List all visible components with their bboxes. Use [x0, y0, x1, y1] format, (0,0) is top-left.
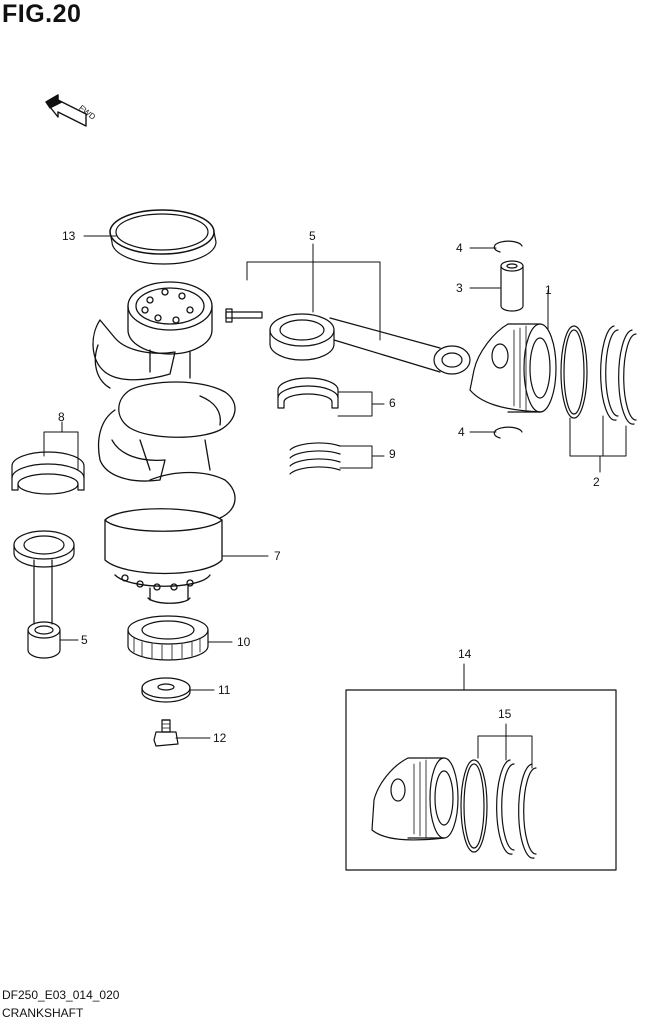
connecting-rod-left	[14, 531, 74, 658]
diagram-code: DF250_E03_014_020	[2, 988, 120, 1002]
piston-set-box	[346, 690, 616, 870]
piston-pin	[470, 261, 523, 311]
piston-set-rings	[461, 724, 536, 858]
callout-1: 1	[545, 283, 552, 297]
washer	[142, 678, 190, 702]
figure-title: FIG.20	[2, 0, 82, 28]
piston-rings	[561, 326, 636, 472]
callout-5-upper: 5	[309, 229, 316, 243]
callout-8: 8	[58, 410, 65, 424]
callout-13: 13	[62, 229, 76, 243]
rod-bearing-shells	[278, 378, 372, 416]
callout-14: 14	[458, 647, 472, 661]
crankshaft	[93, 282, 235, 603]
callout-12: 12	[213, 731, 227, 745]
callout-5-lower: 5	[81, 633, 88, 647]
callout-7: 7	[274, 549, 281, 563]
oil-seal-ring	[110, 210, 216, 264]
callout-3: 3	[456, 281, 463, 295]
piston	[470, 290, 556, 412]
callout-15: 15	[498, 707, 512, 721]
circlip-upper	[470, 241, 522, 252]
callout-10: 10	[237, 635, 251, 649]
callout-6: 6	[389, 396, 396, 410]
crank-bolt	[154, 720, 178, 746]
circlip-lower	[470, 427, 522, 438]
callout-4-lower: 4	[458, 425, 465, 439]
thrust-washers	[290, 443, 372, 474]
piston-set-piston	[372, 758, 458, 840]
diagram-caption: CRANKSHAFT	[2, 1006, 84, 1020]
connecting-rod-upper	[226, 262, 470, 374]
bearing-shells-left	[12, 422, 84, 494]
fwd-arrow-icon	[46, 95, 86, 126]
callout-11: 11	[218, 683, 231, 697]
crank-timing-gear	[128, 616, 208, 660]
callout-9: 9	[389, 447, 396, 461]
callout-2: 2	[593, 475, 600, 489]
callout-4-upper: 4	[456, 241, 463, 255]
